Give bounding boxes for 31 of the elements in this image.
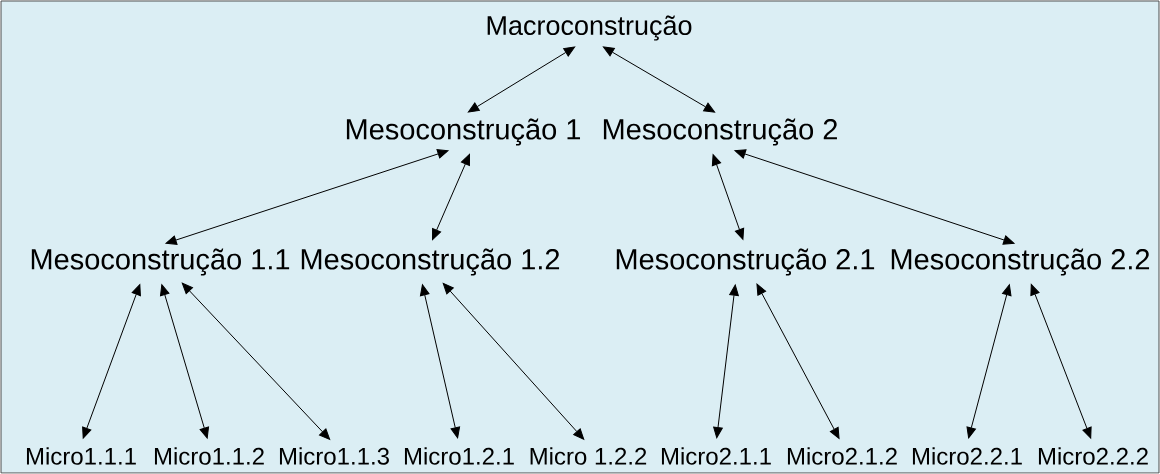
arrow	[602, 46, 716, 113]
node-label: Mesoconstrução 1.2	[301, 248, 560, 276]
arrow	[165, 149, 449, 245]
node-label: Micro2.2.2	[1038, 447, 1148, 465]
arrow	[181, 282, 331, 440]
arrow	[432, 153, 470, 241]
arrow	[160, 284, 209, 439]
node-label: Micro1.2.1	[404, 447, 514, 465]
node-label: Macroconstrução	[487, 15, 692, 41]
arrow	[419, 284, 461, 439]
node-label: Micro2.1.2	[787, 447, 897, 465]
arrow	[442, 282, 585, 440]
node-label: Mesoconstrução 1	[346, 118, 580, 146]
arrow	[82, 284, 141, 439]
node-label: Micro1.1.2	[154, 447, 264, 465]
arrow	[713, 284, 739, 439]
arrow	[756, 283, 840, 439]
arrow	[966, 284, 1012, 439]
node-label: Micro2.2.1	[912, 447, 1022, 465]
node-label: Micro2.1.1	[661, 447, 771, 465]
arrow	[467, 46, 576, 113]
node-label: Mesoconstrução 2.1	[616, 248, 875, 276]
node-label: Mesoconstrução 2.2	[891, 248, 1150, 276]
arrow	[1030, 284, 1092, 439]
node-label: Mesoconstrução 1.1	[31, 248, 290, 276]
arrow	[711, 154, 745, 240]
node-label: Micro1.1.1	[26, 447, 136, 465]
node-label: Micro1.1.3	[279, 447, 389, 465]
node-label: Micro 1.2.2	[530, 447, 647, 465]
node-label: Mesoconstrução 2	[603, 118, 837, 146]
arrow	[734, 149, 1015, 245]
